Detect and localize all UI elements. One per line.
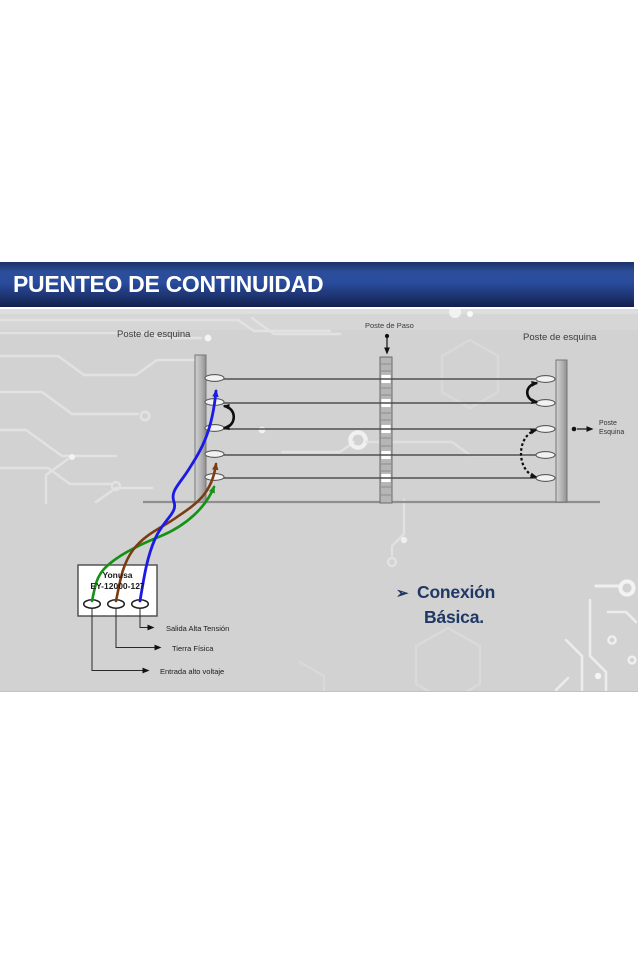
circuit-pattern-background	[0, 309, 638, 691]
page-title: PUENTEO DE CONTINUIDAD	[13, 271, 324, 297]
left-post-label: Poste de esquina	[117, 329, 191, 340]
energizer-model: EY-12000-127	[90, 581, 145, 591]
right-post-jumper-top	[525, 380, 539, 405]
energizer-brand: Yonusa	[102, 570, 133, 580]
title-bar: PUENTEO DE CONTINUIDAD	[0, 262, 634, 307]
left-post-jumper	[222, 403, 236, 431]
bullet-text-line1: Conexión	[417, 582, 496, 602]
callout-leader-lines	[91, 609, 162, 674]
bullet-text-line2: Básica.	[424, 607, 484, 627]
diagram-canvas	[0, 309, 638, 692]
pass-post-pointer	[384, 333, 390, 355]
callout-salida: Salida Alta Tensión	[166, 624, 230, 633]
right-post-label: Poste de esquina	[523, 332, 597, 343]
callout-tierra: Tierra Física	[172, 644, 214, 653]
right-corner-post	[555, 359, 568, 503]
left-corner-post	[194, 354, 207, 503]
blue-wire	[138, 389, 219, 603]
fence-diagram-svg	[0, 309, 638, 691]
brown-wire	[114, 462, 219, 603]
side-note-pointer	[571, 426, 594, 432]
middle-post-label: Poste de Paso	[365, 321, 414, 330]
side-note-line1: Poste	[599, 420, 617, 427]
fence-wires	[223, 378, 537, 479]
arrow-bullet-icon: ➢	[396, 585, 409, 602]
side-note-line2: Esquina	[599, 429, 625, 436]
side-note: Poste Esquina	[599, 419, 624, 437]
right-post-jumper-bottom	[520, 428, 538, 479]
callout-entrada: Entrada alto voltaje	[160, 667, 225, 676]
